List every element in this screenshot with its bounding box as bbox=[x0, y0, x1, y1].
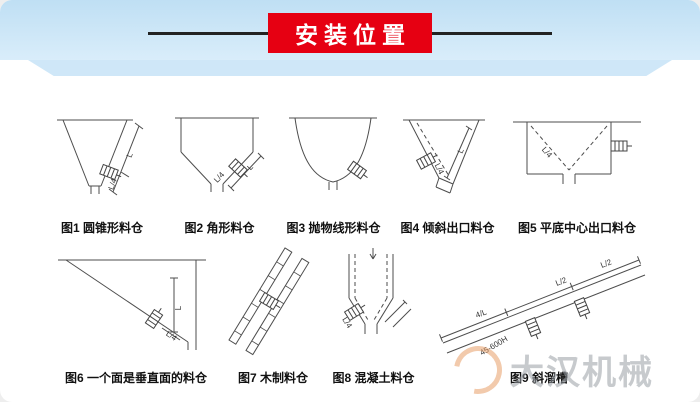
dim-label-l2-b: L/2 bbox=[599, 257, 613, 270]
watermark: 大汉机械 bbox=[444, 336, 654, 402]
figure-3-drawing bbox=[289, 117, 377, 190]
dim-label-l4: L/4 bbox=[433, 162, 446, 176]
dim-label-l2-a: L/2 bbox=[554, 275, 568, 288]
dim-label-l: L bbox=[456, 147, 466, 155]
figure-8-caption: 图8 混凝土料仓 bbox=[332, 371, 415, 385]
dim-label-l4: 4/L bbox=[474, 307, 488, 320]
figure-1-drawing: L L/4 bbox=[57, 119, 144, 196]
figure-8-drawing: L/4 bbox=[340, 248, 412, 334]
figure-9: 4/L L/2 L/2 45-600H 图9 斜溜槽 bbox=[428, 246, 650, 386]
header-rule-right bbox=[432, 32, 552, 35]
figure-3-caption: 图3 抛物线形料仓 bbox=[286, 221, 381, 235]
figure-2: L L/4 图2 角形料仓 bbox=[166, 106, 273, 236]
dim-label-l: L bbox=[174, 305, 183, 310]
figure-3: 图3 抛物线形料仓 bbox=[280, 106, 387, 236]
watermark-text: 大汉机械 bbox=[510, 354, 654, 392]
page-title: 安装位置 bbox=[268, 13, 432, 53]
figure-9-drawing: 4/L L/2 L/2 45-600H bbox=[439, 256, 646, 357]
vibrator-icon bbox=[610, 140, 633, 152]
figure-9-caption: 图9 斜溜槽 bbox=[509, 371, 568, 385]
figure-6: L L/4 图6 一个面是垂直面的料仓 bbox=[52, 246, 220, 386]
vibrator-icon bbox=[573, 297, 593, 322]
vibrator-icon bbox=[524, 317, 544, 342]
figure-1-caption: 图1 圆锥形料仓 bbox=[60, 221, 143, 235]
figure-7: 图7 木制料仓 bbox=[222, 246, 324, 386]
vibrator-icon bbox=[347, 160, 371, 183]
figure-5-drawing: L/4 bbox=[513, 121, 641, 184]
dim-label-l: L bbox=[245, 162, 255, 172]
header-blue-ribbon bbox=[28, 60, 672, 76]
figure-1: L L/4 图1 圆锥形料仓 bbox=[46, 106, 158, 236]
dim-label-l4: L/4 bbox=[106, 177, 119, 191]
figure-5: L/4 图5 平底中心出口料仓 bbox=[506, 106, 648, 236]
figure-5-caption: 图5 平底中心出口料仓 bbox=[517, 221, 636, 235]
figure-2-caption: 图2 角形料仓 bbox=[184, 221, 255, 235]
figure-6-drawing: L L/4 bbox=[57, 259, 206, 350]
dim-label-l: L bbox=[125, 151, 135, 159]
figure-4-caption: 图4 倾斜出口料仓 bbox=[400, 221, 495, 235]
figure-4-drawing: L L/4 bbox=[403, 119, 485, 194]
figure-4: L L/4 图4 倾斜出口料仓 bbox=[394, 106, 501, 236]
watermark-logo-icon bbox=[444, 336, 512, 402]
figure-7-caption: 图7 木制料仓 bbox=[237, 371, 308, 385]
figure-8: L/4 图8 混凝土料仓 bbox=[320, 246, 427, 386]
figure-7-drawing bbox=[228, 247, 310, 356]
figure-6-caption: 图6 一个面是垂直面的料仓 bbox=[64, 371, 207, 385]
dim-label-l4: L/4 bbox=[540, 145, 554, 160]
header-rule-left bbox=[148, 32, 268, 35]
figure-2-drawing: L L/4 bbox=[175, 117, 265, 192]
